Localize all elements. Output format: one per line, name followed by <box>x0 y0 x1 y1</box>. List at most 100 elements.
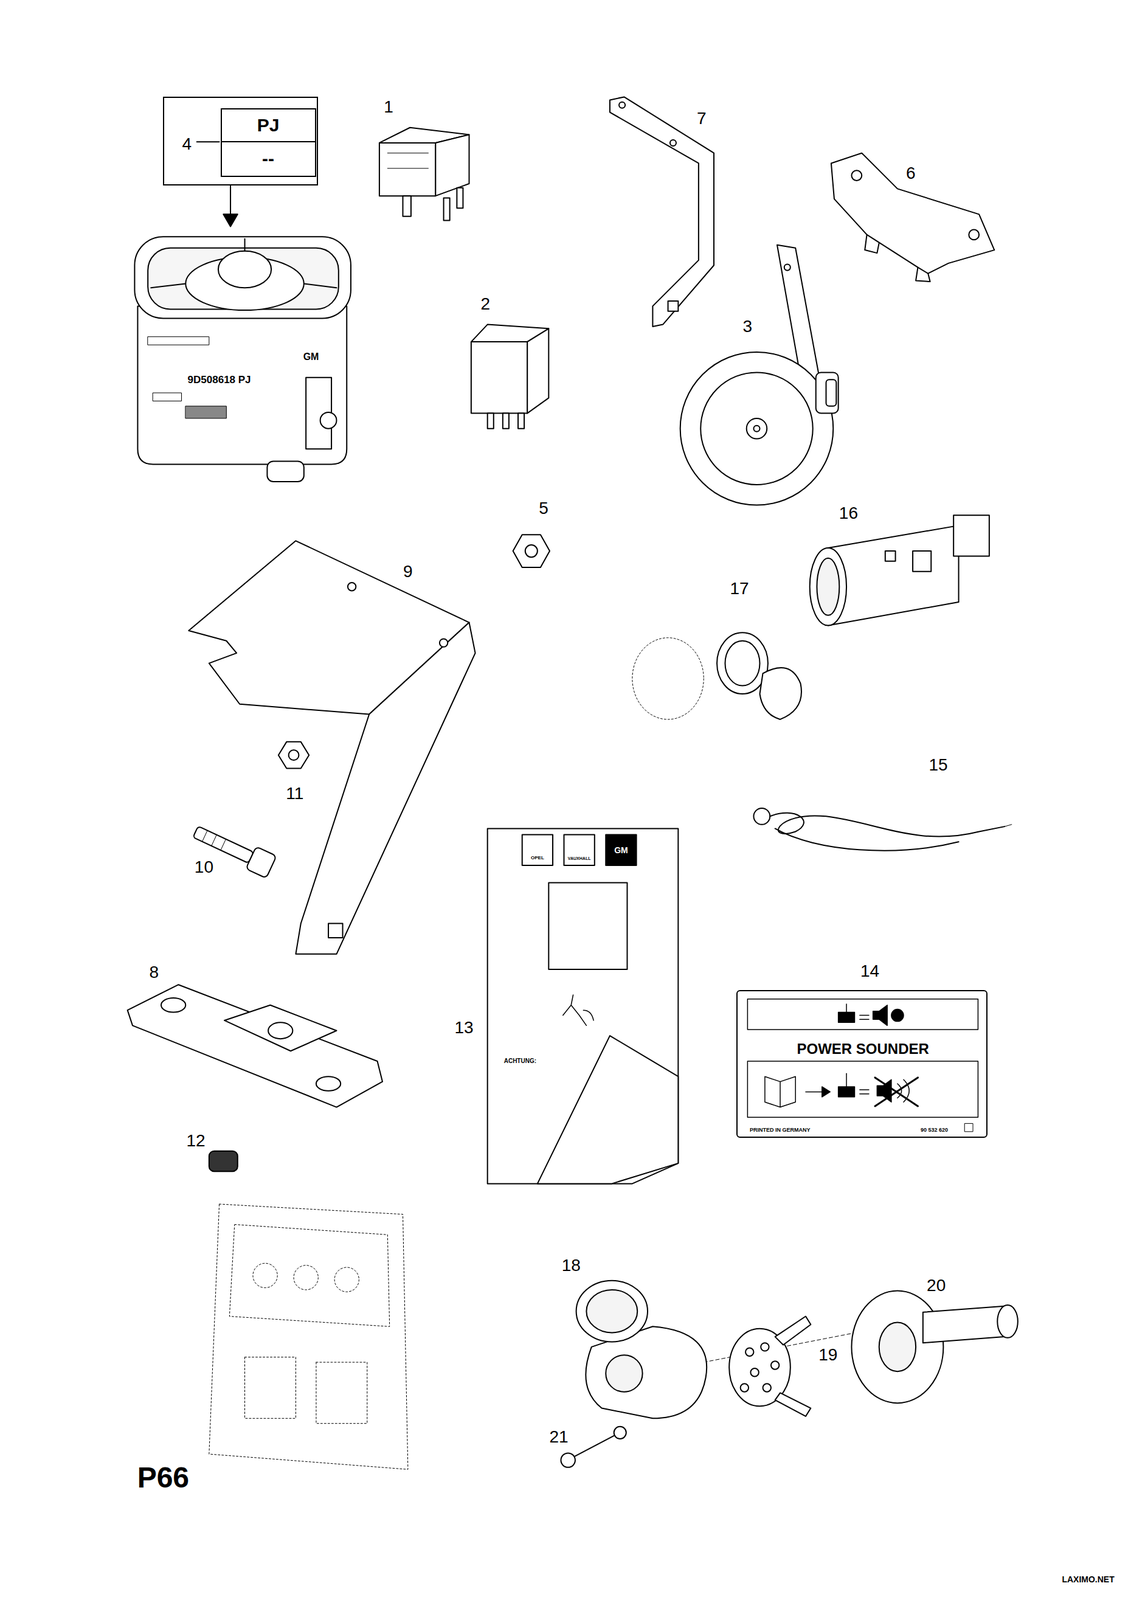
horn <box>826 379 837 407</box>
callout-number: 3 <box>743 318 753 336</box>
fuse-box <box>334 1267 359 1292</box>
bracket <box>968 229 979 241</box>
callout-number: 20 <box>926 1276 946 1294</box>
siren <box>137 305 347 464</box>
bracket <box>188 540 475 955</box>
code-box: PJ-- <box>220 108 317 177</box>
siren <box>218 251 272 288</box>
lighter-ring <box>632 632 802 720</box>
trailer-socket <box>750 1368 759 1377</box>
relay <box>435 134 469 196</box>
lighter-ring <box>724 640 760 686</box>
warning-label <box>605 834 637 866</box>
fuse-box <box>252 1262 278 1288</box>
cigar-lighter <box>885 550 896 562</box>
cigar-lighter <box>816 558 840 616</box>
mounting-plate <box>224 1005 337 1052</box>
trailer-socket <box>614 1426 627 1439</box>
siren <box>147 336 210 345</box>
callout-number: 5 <box>538 499 549 517</box>
fuse-box <box>209 1151 238 1172</box>
horn <box>784 264 791 271</box>
leader-line <box>197 141 238 227</box>
nut <box>513 534 550 568</box>
brand-logo-text: VAUXHALL <box>567 856 592 861</box>
sticker-title: POWER SOUNDER <box>797 1041 930 1057</box>
sticker-icons <box>873 1005 888 1026</box>
bolt <box>192 826 254 864</box>
mounting-plate <box>161 997 186 1012</box>
lighter-ring <box>632 637 704 720</box>
callout-number: 13 <box>454 1019 474 1037</box>
cigar-lighter <box>809 515 990 626</box>
leader-line <box>229 185 232 216</box>
siren <box>244 238 246 252</box>
part-number: 90 532 620 <box>920 1126 948 1133</box>
callout-number: 17 <box>729 580 749 598</box>
ground-wire <box>769 812 1005 837</box>
sticker-icons <box>805 1091 824 1093</box>
bolt <box>220 839 227 851</box>
lighter-ring <box>716 632 768 694</box>
relay <box>379 142 436 196</box>
sticker-note: PRINTED IN GERMANY <box>749 1126 811 1133</box>
bracket <box>670 139 677 146</box>
watermark: LAXIMO.NET <box>1061 1574 1114 1584</box>
siren <box>134 236 351 482</box>
trailer-socket <box>771 1360 779 1369</box>
sticker-icons <box>747 999 978 1132</box>
relay <box>487 413 494 429</box>
sticker-icons <box>891 1008 904 1021</box>
warning-label <box>537 1035 678 1184</box>
callout-number: 4 <box>181 135 192 153</box>
fuse-box <box>316 1362 368 1424</box>
warning-label <box>487 828 679 1184</box>
cigar-lighter <box>953 515 990 556</box>
brand-mark: GM <box>303 352 320 362</box>
trailer-socket <box>576 1280 648 1342</box>
ground-wire <box>753 808 1012 851</box>
siren <box>134 236 351 319</box>
sticker-icons <box>822 1086 831 1097</box>
ground-wire <box>1004 824 1012 827</box>
bracket <box>328 923 343 938</box>
bracket <box>864 234 879 253</box>
fuse-box <box>209 1151 409 1470</box>
ground-wire <box>775 828 959 851</box>
cigar-lighter <box>912 550 931 572</box>
callout-number: 10 <box>194 858 214 876</box>
sticker-icons <box>875 1077 918 1107</box>
callout-number: 7 <box>696 110 707 128</box>
mounting-plate <box>268 1022 293 1039</box>
fuse-box <box>229 1224 390 1327</box>
horn <box>680 245 839 506</box>
cigar-lighter <box>828 525 959 626</box>
bracket <box>831 153 995 282</box>
callout-number: 9 <box>403 563 413 581</box>
relay <box>471 341 528 413</box>
relay <box>502 413 509 429</box>
mounting-plate <box>316 1076 341 1091</box>
relay <box>387 152 429 154</box>
siren <box>266 460 304 482</box>
trailer-socket <box>605 1354 643 1392</box>
trailer-socket <box>879 1322 916 1372</box>
sticker-icons <box>845 1073 848 1087</box>
trailer-socket <box>763 1383 772 1392</box>
relay <box>471 324 549 429</box>
siren <box>304 283 337 288</box>
sticker-label: POWER SOUNDER PRINTED IN GERMANY 90 532 62… <box>736 989 988 1138</box>
bracket <box>439 638 448 647</box>
trailer-socket <box>775 1316 812 1346</box>
nut <box>288 749 300 761</box>
bolt <box>202 830 208 842</box>
trailer-socket <box>560 1280 1018 1468</box>
fuse-box <box>245 1357 297 1419</box>
trailer-socket <box>560 1452 575 1467</box>
relay <box>527 328 549 413</box>
callout-box: 4 PJ-- <box>162 96 319 186</box>
brand-logo-text: GM <box>614 845 629 855</box>
bracket <box>668 300 679 312</box>
lighter-ring <box>760 667 802 720</box>
horn <box>746 418 768 440</box>
